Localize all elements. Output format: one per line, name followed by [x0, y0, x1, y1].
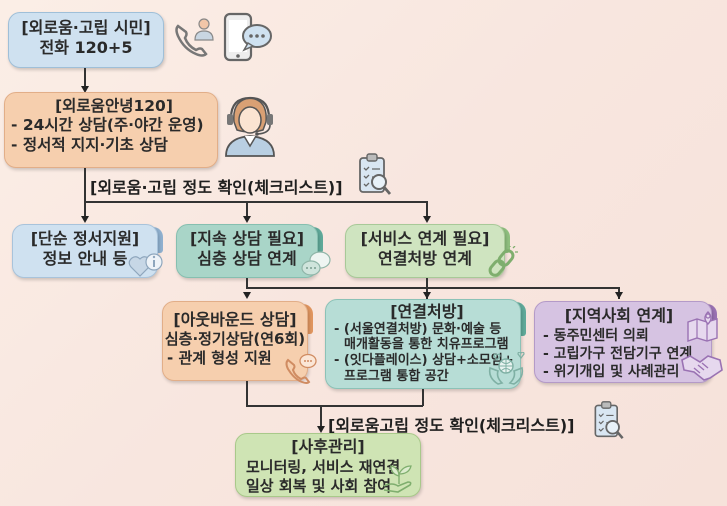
- node-ongoing-counsel: [지속 상담 필요] 심층 상담 연계: [176, 224, 323, 278]
- node-aftercare: [사후관리] 모니터링, 서비스 재연결 일상 회복 및 사회 참여: [235, 433, 421, 497]
- node-simple-support-line1: 정보 안내 등: [42, 249, 128, 268]
- heart-info-icon: [128, 253, 163, 277]
- connector: [320, 405, 322, 428]
- arrow-head: [243, 216, 251, 223]
- connector: [246, 278, 248, 288]
- phone-chat-icon: [285, 353, 317, 384]
- node-hotline-line1: - 24시간 상담(주·야간 운영): [11, 116, 204, 135]
- handshake-icon: [681, 355, 723, 381]
- node-hotline-title: [외로움안녕120]: [55, 97, 173, 115]
- node-citizen: [외로움·고립 시민] 전화 120+5: [8, 12, 164, 68]
- clipboard-magnifier-icon: [359, 153, 392, 195]
- arrow-head: [81, 216, 89, 223]
- chat-bubbles-icon: [301, 251, 331, 276]
- arrow-head: [423, 216, 431, 223]
- node-community-title: [지역사회 연계]: [564, 306, 674, 325]
- node-outbound-line1: 심층·정기상담(연6회): [164, 330, 306, 348]
- connector: [84, 68, 86, 87]
- arrow-head: [615, 292, 623, 299]
- node-aftercare-line2: 일상 회복 및 사회 참여: [246, 477, 392, 496]
- node-citizen-title: [외로움·고립 시민]: [21, 18, 151, 37]
- checklist-label-1: [외로움·고립 정도 확인(체크리스트)]: [90, 178, 343, 197]
- node-outbound-line2: - 관계 형성 지원: [167, 348, 272, 367]
- connector: [426, 278, 428, 299]
- connector: [246, 405, 423, 407]
- arrow-head: [243, 292, 251, 299]
- connector: [422, 389, 424, 406]
- node-community-line2: - 고립가구 전담기구 연계: [543, 345, 693, 362]
- node-prescription-line4: 프로그램 통합 공간: [344, 369, 449, 385]
- plant-hand-icon: [383, 465, 412, 493]
- connector: [246, 287, 619, 289]
- node-community-line3: - 위기개입 및 사례관리: [543, 364, 680, 381]
- node-ongoing-counsel-title: [지속 상담 필요]: [189, 229, 305, 248]
- connector: [84, 201, 426, 203]
- node-prescription-line3: - (잇다플레이스) 상담+소모임+: [334, 353, 514, 369]
- node-aftercare-title: [사후관리]: [291, 437, 365, 456]
- connector: [84, 201, 86, 219]
- connector: [84, 168, 86, 202]
- node-service-link-title: [서비스 연계 필요]: [360, 229, 490, 248]
- arrow-head: [81, 86, 89, 93]
- chain-link-icon: [488, 246, 518, 277]
- node-prescription-line1: - (서울연결처방) 문화·예술 등: [334, 321, 502, 337]
- node-service-link: [서비스 연계 필요] 연결처방 연계: [345, 224, 510, 278]
- hands-globe-icon: [488, 352, 525, 385]
- node-hotline: [외로움안녕120] - 24시간 상담(주·야간 운영) - 정서적 지지·기…: [4, 92, 218, 168]
- checklist-label-2: [외로움고립 정도 확인(체크리스트)]: [328, 416, 575, 435]
- arrow-head: [423, 292, 431, 299]
- connector: [246, 201, 248, 219]
- clipboard-magnifier-icon: [594, 401, 624, 440]
- headset-operator-icon: [225, 96, 275, 157]
- connector: [426, 201, 428, 219]
- connector: [246, 381, 248, 406]
- node-service-link-line1: 연결처방 연계: [378, 249, 472, 268]
- smartphone-chat-icon: [223, 12, 272, 62]
- node-outbound: [아웃바운드 상담] 심층·정기상담(연6회) - 관계 형성 지원: [162, 301, 313, 381]
- node-prescription-line2: 매개활동을 통한 치유프로그램: [344, 337, 509, 353]
- arrow-head: [317, 426, 325, 433]
- node-hotline-line2: - 정서적 지지·기초 상담: [11, 135, 168, 154]
- node-aftercare-line1: 모니터링, 서비스 재연결: [246, 457, 401, 476]
- node-community: [지역사회 연계] - 동주민센터 의뢰 - 고립가구 전담기구 연계 - 위기…: [534, 301, 717, 383]
- node-outbound-title: [아웃바운드 상담]: [173, 310, 297, 329]
- node-ongoing-counsel-line1: 심층 상담 연계: [197, 249, 297, 268]
- phone-person-icon: [175, 18, 214, 57]
- node-community-line1: - 동주민센터 의뢰: [543, 327, 649, 344]
- node-simple-support-title: [단순 정서지원]: [30, 229, 140, 248]
- node-prescription-title: [연결처방]: [390, 302, 464, 321]
- map-pin-icon: [687, 311, 718, 342]
- node-citizen-line1: 전화 120+5: [39, 38, 133, 57]
